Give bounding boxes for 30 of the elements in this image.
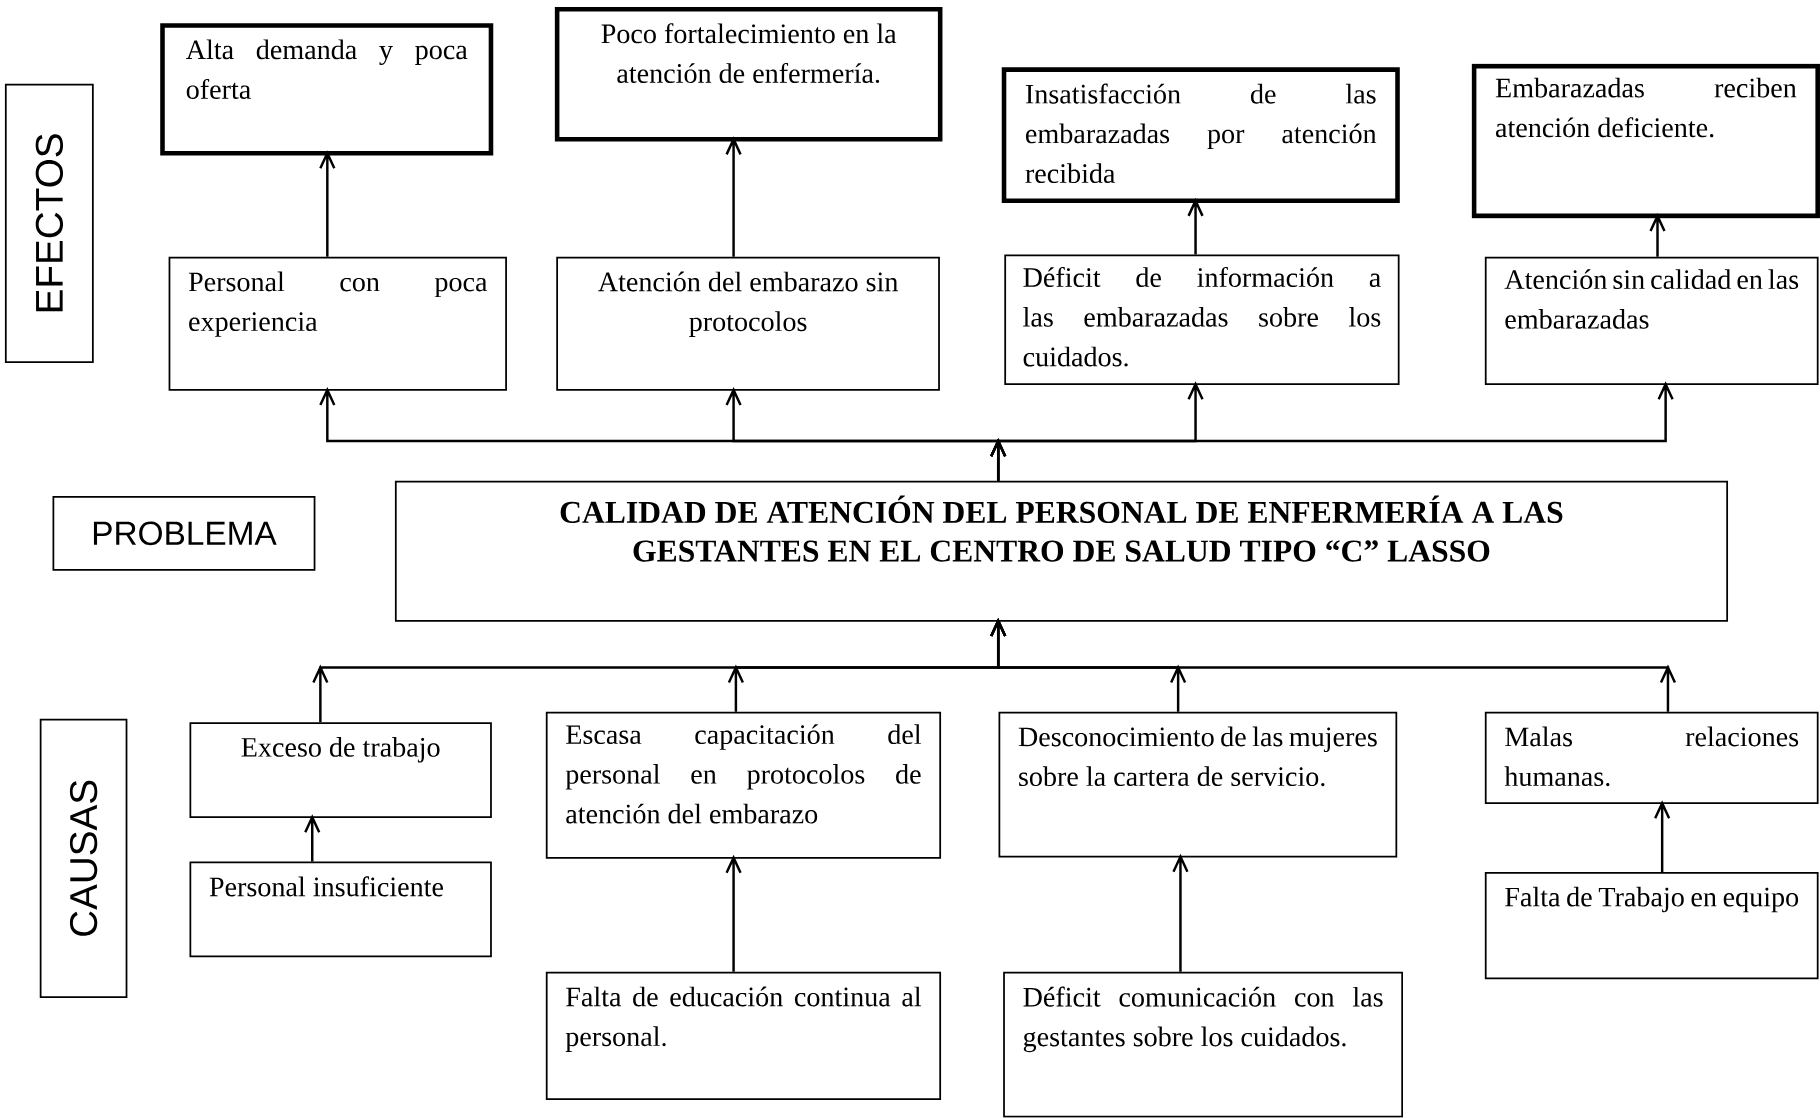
cause-box: Escasa capacitación del personal en protocolos de atención del embarazo xyxy=(545,711,942,859)
cause-box: Personal insuficiente xyxy=(189,861,492,958)
arrow xyxy=(319,150,336,259)
cause-box: Déficit de información a las embarazadas sobre los cuidados. xyxy=(1004,254,1400,386)
cause-box: Falta de educación continua al personal. xyxy=(545,971,942,1101)
arrow xyxy=(1653,800,1671,874)
arrow xyxy=(1187,198,1204,256)
section-label-box: PROBLEMA xyxy=(52,496,316,571)
effect-box: Alta demanda y poca oferta xyxy=(160,23,494,156)
section-label-box: EFECTOS xyxy=(4,83,94,364)
cause-box: Desconocimiento de las mujeres sobre la cartera de servicio. xyxy=(998,711,1398,858)
cause-box: Atención del embarazo sin protocolos xyxy=(556,256,940,391)
arrow xyxy=(1172,853,1189,974)
effect-box: Embarazadas reciben atención deficiente. xyxy=(1471,64,1820,219)
problem-box: CALIDAD DE ATENCIÓN DEL PERSONAL DE ENFERMERÍA A LAS GESTANTES EN EL CENTRO DE SALUD TIPO “C” LASSO xyxy=(394,480,1729,622)
effect-box: Insatisfacción de las embarazadas por atención recibida xyxy=(1001,67,1400,204)
arrow xyxy=(990,618,1677,714)
cause-box: Atención sin calidad en las embarazadas xyxy=(1484,256,1819,386)
cause-box: Personal con poca experiencia xyxy=(168,256,507,391)
arrow xyxy=(1649,213,1666,259)
cause-box: Falta de Trabajo en equipo xyxy=(1484,872,1819,980)
cause-box: Déficit comunicación con las gestantes sobre los cuidados. xyxy=(1003,971,1404,1118)
cause-box: Exceso de trabajo xyxy=(189,722,492,819)
arrow xyxy=(725,136,742,259)
arrow xyxy=(990,381,1674,483)
arrow xyxy=(725,854,742,974)
section-label-box: CAUSAS xyxy=(39,718,128,999)
cause-box: Malas relaciones humanas. xyxy=(1484,711,1819,805)
arrow xyxy=(304,814,321,863)
effect-box: Poco fortalecimiento en la atención de enfermería. xyxy=(554,7,943,142)
